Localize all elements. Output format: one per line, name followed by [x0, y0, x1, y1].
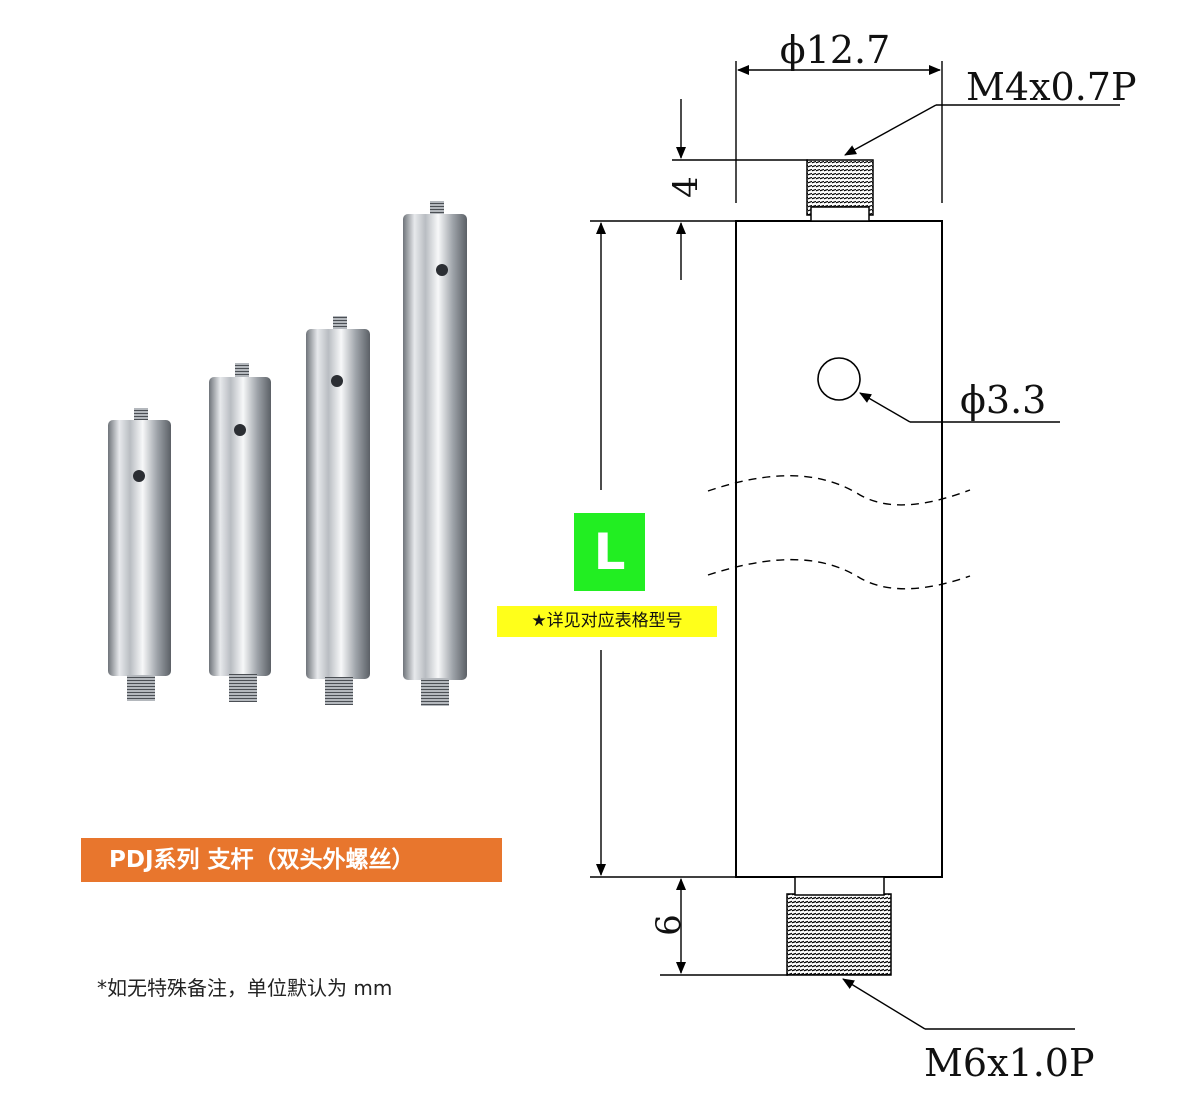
unit-note: *如无特殊备注，单位默认为 mm: [97, 976, 393, 1000]
dimension-lines: [590, 61, 1120, 1030]
cross-hole: [817, 357, 861, 401]
top-thread: [806, 159, 874, 216]
rod-2: [209, 363, 271, 702]
product-photo: [108, 201, 467, 706]
break-line-2: [707, 558, 971, 590]
length-badge: L: [574, 513, 645, 591]
length-note: ★详见对应表格型号: [497, 606, 717, 637]
top-thread-label: M4x0.7P: [966, 65, 1137, 109]
break-line-1: [707, 475, 971, 506]
outer-diameter-label: ϕ12.7: [780, 28, 891, 72]
bottom-thread-label: M6x1.0P: [924, 1041, 1095, 1085]
rod-1: [108, 408, 171, 701]
rod-3: [306, 316, 370, 705]
bottom-thread-length-label: 6: [649, 914, 689, 936]
top-thread-length-label: 4: [666, 176, 706, 198]
rod-drawing: [707, 159, 971, 976]
rod-4: [403, 201, 467, 706]
hole-diameter-label: ϕ3.3: [960, 378, 1046, 422]
series-label: PDJ系列 支杆（双头外螺丝）: [81, 838, 502, 882]
bottom-thread: [786, 893, 892, 976]
rod-body: [735, 220, 943, 878]
